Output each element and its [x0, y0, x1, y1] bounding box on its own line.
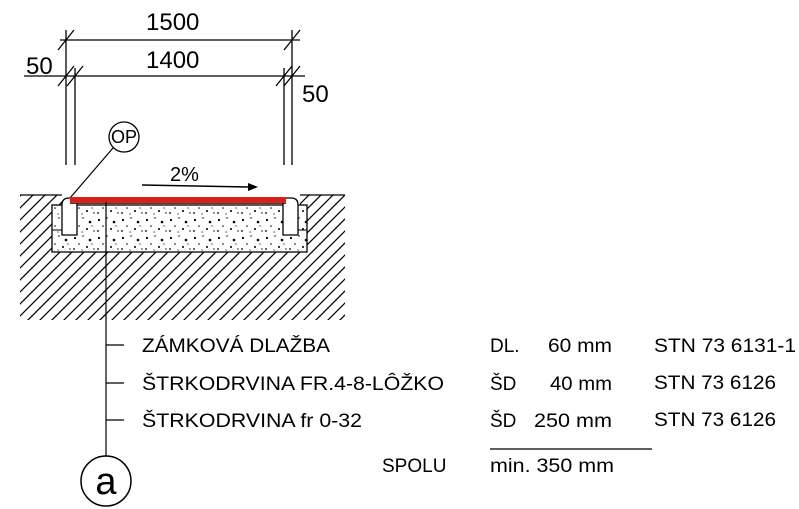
left-offset-label: 50: [26, 53, 53, 80]
layer-standard: STN 73 6126: [654, 410, 776, 431]
gravel-base: [51, 204, 308, 253]
dimension-lines: [24, 29, 305, 165]
layer-thickness: 40 mm: [550, 374, 612, 395]
section-marker-circle: [80, 455, 132, 507]
layer-leader: [105, 202, 124, 456]
layer-code: DL.: [490, 336, 520, 357]
layer-name: ŠTRKODRVINA fr 0-32: [142, 410, 362, 432]
section-marker-label: a: [95, 461, 117, 503]
inner-width-label: 1400: [146, 47, 199, 74]
layer-standard: STN 73 6131-1: [654, 336, 796, 357]
curbs: [61, 197, 299, 236]
total-value: min. 350 mm: [490, 456, 614, 477]
layer-thickness: 250 mm: [534, 411, 612, 432]
op-leader-line: [69, 147, 114, 199]
layer-name: ZÁMKOVÁ DLAŽBA: [142, 335, 330, 357]
layer-name: ŠTRKODRVINA FR.4-8-LÔŽKO: [142, 373, 444, 395]
paving-layer: [70, 197, 286, 204]
overall-width-label: 1500: [146, 9, 199, 36]
slope-label: 2%: [170, 164, 199, 186]
slope-arrow: [141, 183, 258, 191]
op-marker-circle: [108, 121, 140, 153]
right-offset-label: 50: [302, 81, 329, 108]
layer-table: ZÁMKOVÁ DLAŽBA ŠTRKODRVINA FR.4-8-LÔŽKO …: [142, 335, 796, 477]
total-label: SPOLU: [382, 456, 446, 477]
ground-hatch: [20, 194, 345, 320]
layer-code: ŠD: [490, 373, 516, 395]
op-marker-label: OP: [111, 127, 137, 147]
layer-code: ŠD: [490, 410, 516, 432]
layer-standard: STN 73 6126: [654, 373, 776, 394]
layer-thickness: 60 mm: [548, 336, 612, 357]
